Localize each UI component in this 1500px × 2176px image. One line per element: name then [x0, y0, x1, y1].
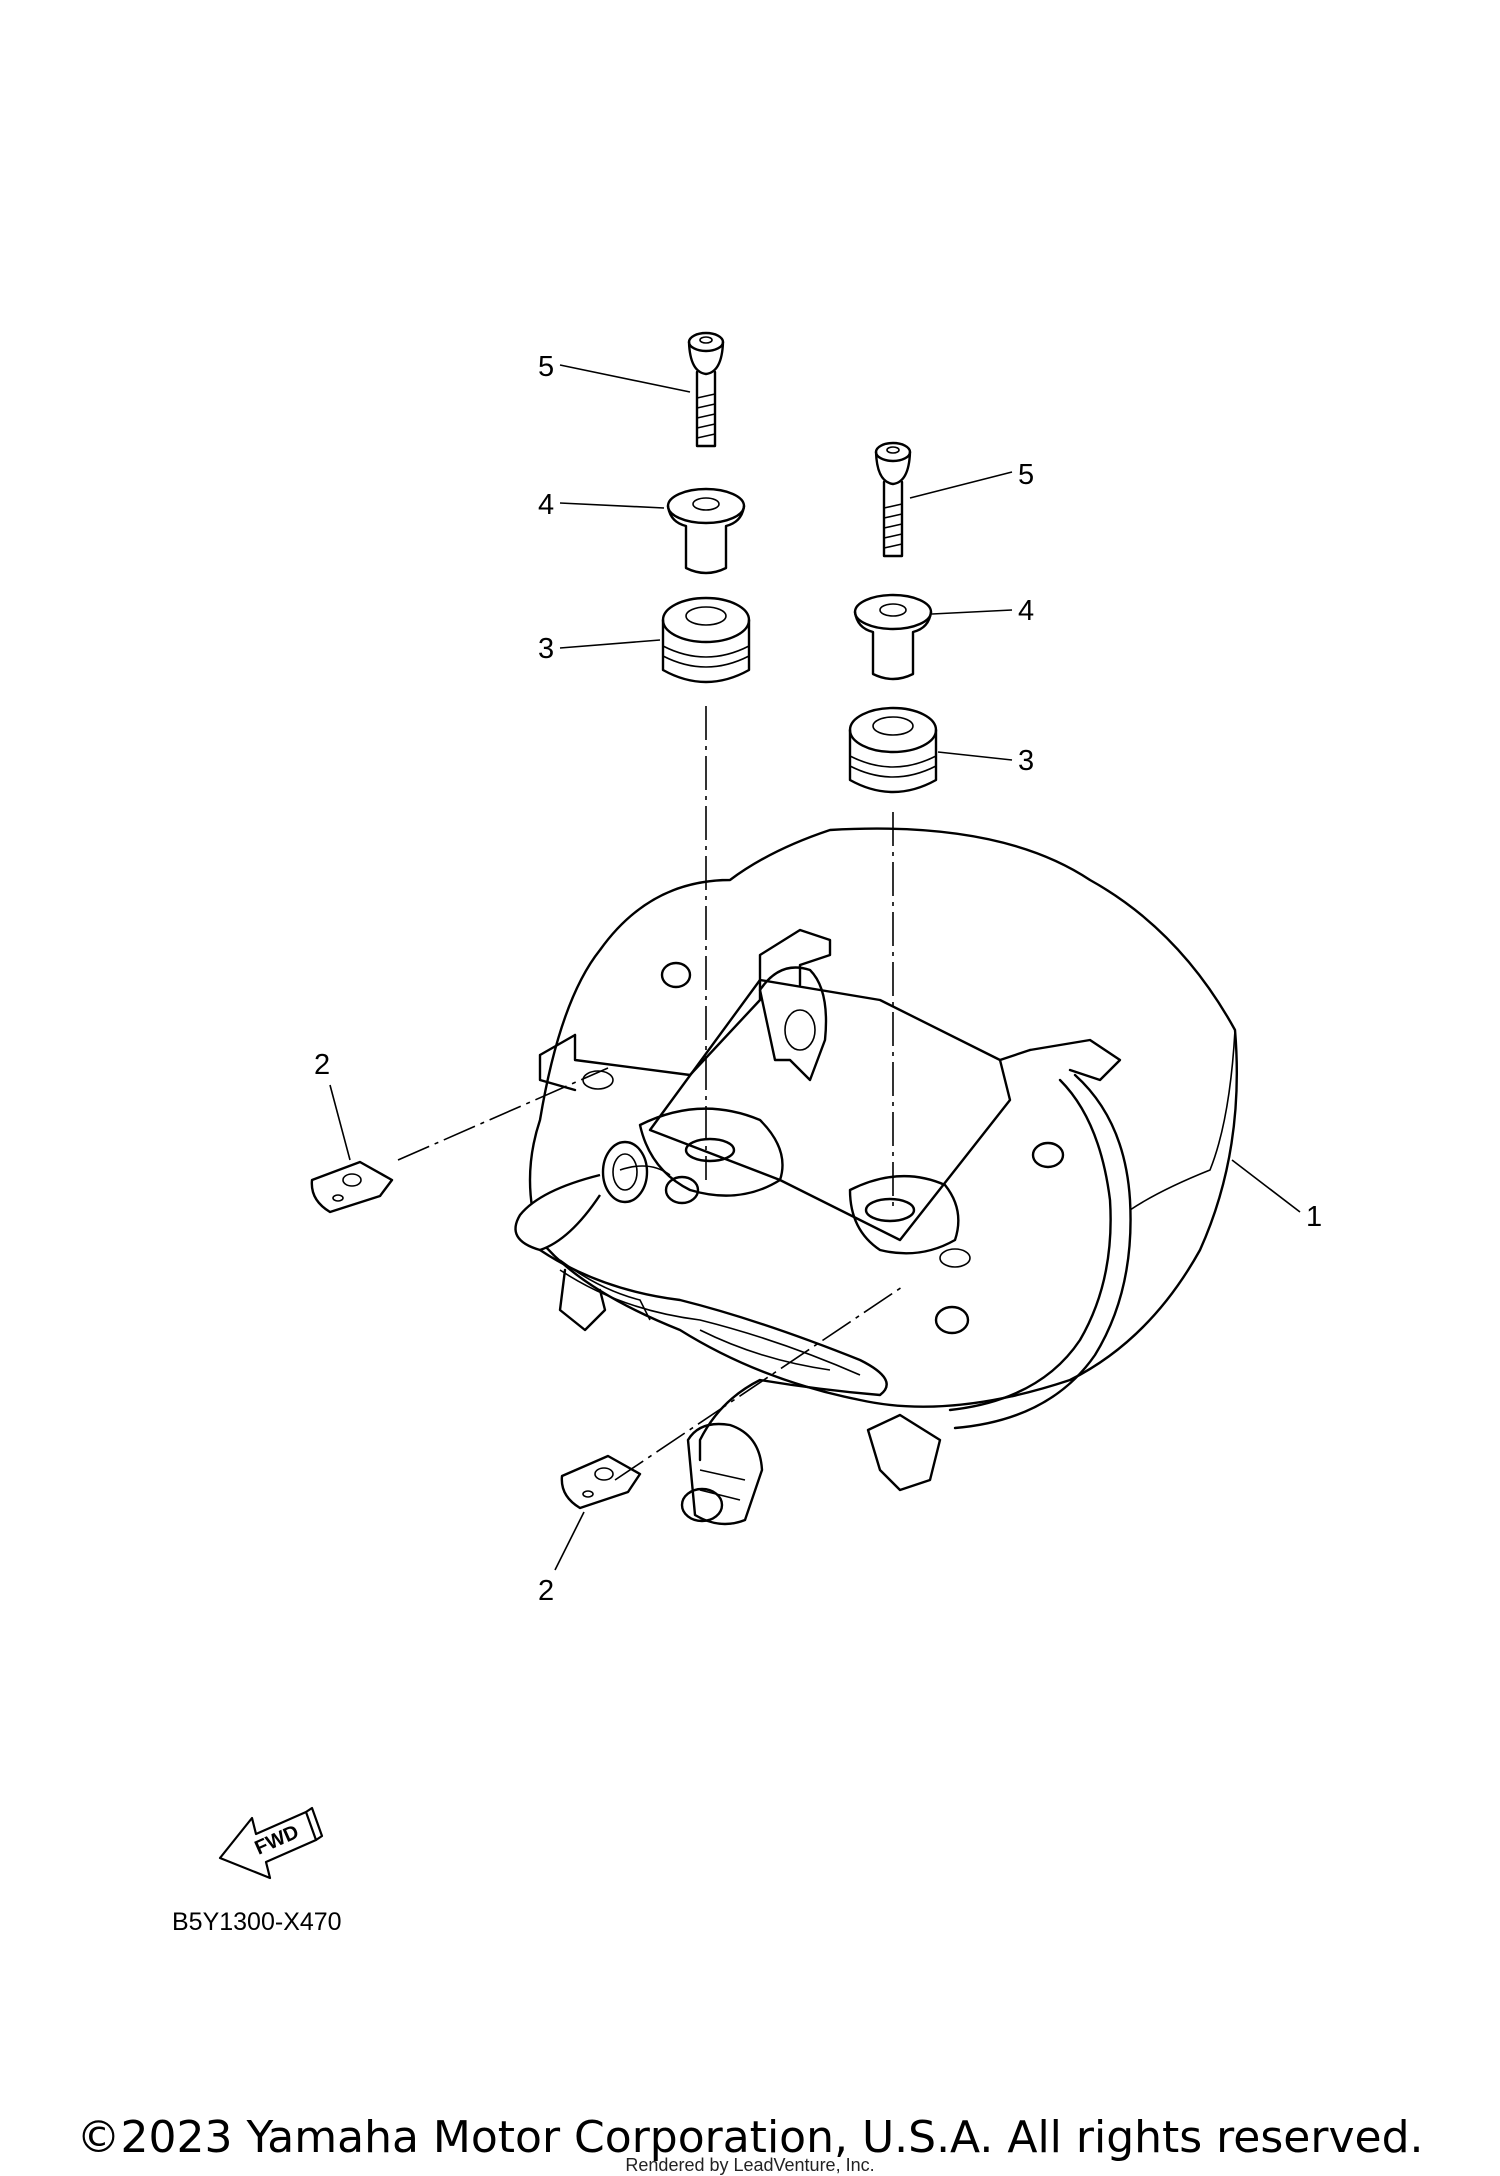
callout-1: 1: [1306, 1201, 1322, 1233]
collar-right: [853, 593, 933, 681]
callout-5-right: 5: [1018, 459, 1034, 491]
callout-3-right: 3: [1018, 745, 1034, 777]
clip-bottom: [560, 1454, 642, 1510]
rendered-by-notice: Rendered by LeadVenture, Inc.: [625, 2155, 875, 2175]
centerline-clip-left: [397, 1067, 609, 1161]
callout-4-right: 4: [1018, 595, 1034, 627]
bolt-right: [874, 441, 912, 558]
leader-lines: [329, 364, 1301, 1571]
callout-2-bottom: 2: [538, 1575, 554, 1607]
grommet-right: [848, 706, 938, 794]
grommet-left: [661, 596, 751, 684]
bolt-left: [687, 331, 725, 448]
callout-2-left: 2: [314, 1049, 330, 1081]
callout-4-left: 4: [538, 489, 554, 521]
centerline-clip-bottom: [614, 1284, 906, 1481]
diagram-code: B5Y1300-X470: [172, 1908, 342, 1936]
collar-left: [666, 487, 746, 575]
clip-left: [310, 1160, 394, 1214]
callout-3-left: 3: [538, 633, 554, 665]
fwd-arrow-icon: FWD: [218, 1806, 324, 1880]
copyright-notice: ©2023 Yamaha Motor Corporation, U.S.A. A…: [76, 2112, 1424, 2163]
tail-light-assembly: [514, 827, 1239, 1526]
callout-5-left: 5: [538, 351, 554, 383]
